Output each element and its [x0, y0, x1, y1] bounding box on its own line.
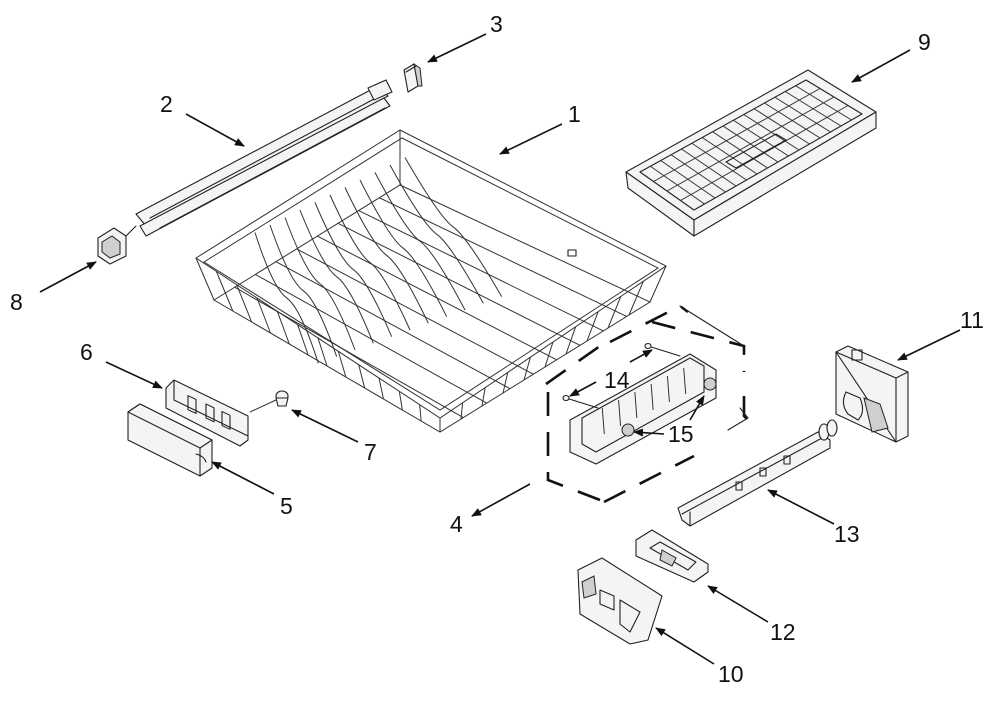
leader-1 — [499, 123, 563, 155]
rail-front-cap-part — [97, 225, 137, 265]
callout-11: 11 — [960, 307, 984, 333]
leader-7 — [291, 409, 359, 443]
spray-tube-part — [677, 419, 838, 527]
leader-lines — [39, 33, 961, 665]
rack-guide-part — [635, 529, 709, 583]
callout-5: 5 — [280, 493, 293, 519]
leader-5 — [211, 461, 275, 495]
leader-14a — [569, 381, 597, 397]
callout-labels: 1 2 3 4 5 6 7 8 9 10 11 12 13 14 15 — [10, 11, 984, 687]
rack-rail-part — [135, 79, 393, 237]
callout-8: 8 — [10, 289, 23, 315]
rack-bumper-cover-part — [127, 403, 213, 477]
rail-end-stop-part — [403, 62, 423, 93]
leader-2 — [185, 113, 245, 147]
leader-12 — [707, 585, 769, 623]
callout-2: 2 — [160, 91, 173, 117]
screw-part — [249, 390, 289, 413]
callout-10: 10 — [718, 661, 744, 687]
callout-6: 6 — [80, 339, 93, 365]
callout-15: 15 — [668, 421, 694, 447]
wash-arm-housing-part — [835, 345, 909, 443]
callout-3: 3 — [490, 11, 503, 37]
callout-1: 1 — [568, 101, 581, 127]
leader-6 — [105, 361, 163, 389]
leader-14b — [629, 349, 653, 363]
rack-adjuster-assembly — [545, 304, 749, 504]
leader-3 — [427, 33, 487, 63]
leader-15b — [689, 395, 705, 421]
leader-15a — [633, 428, 665, 437]
leader-13 — [767, 489, 835, 525]
callout-12: 12 — [770, 619, 796, 645]
leader-4 — [471, 483, 531, 517]
callout-9: 9 — [918, 29, 931, 55]
leader-8 — [39, 261, 97, 293]
callout-7: 7 — [364, 439, 377, 465]
rack-bumper-bracket-part — [165, 379, 249, 447]
rack-guide-cover-part — [577, 557, 663, 645]
leader-10 — [655, 627, 715, 665]
callout-14: 14 — [604, 367, 630, 393]
callout-4: 4 — [450, 511, 463, 537]
dish-rack-part — [195, 129, 667, 433]
callout-13: 13 — [834, 521, 860, 547]
leader-9 — [851, 49, 911, 83]
leader-11 — [897, 329, 961, 361]
cutlery-tray-part — [625, 69, 877, 237]
